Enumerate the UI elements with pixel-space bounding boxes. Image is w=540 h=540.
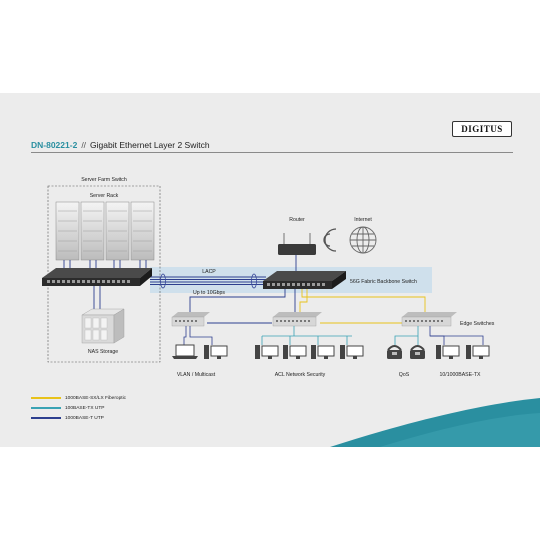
backbone-label: 56G Fabric Backbone Switch — [350, 279, 417, 285]
page-header: DN-80221-2//Gigabit Ethernet Layer 2 Swi… — [31, 140, 210, 150]
lacp-ring-right — [251, 273, 257, 289]
lacp-label: LACP — [202, 269, 216, 275]
wireless-icon — [323, 228, 337, 252]
backbone-switch-icon — [263, 271, 346, 289]
edge-switches-label: Edge Switches — [460, 321, 495, 327]
ip-phone-icon-2 — [410, 345, 425, 359]
legend-label-1000t: 1000BASE-T UTP — [65, 416, 104, 421]
model-number: DN-80221-2 — [31, 140, 78, 150]
nas-storage-label: NAS Storage — [88, 349, 118, 355]
workstation-icon-acl-2 — [283, 345, 307, 359]
network-diagram: Server Farm Switch Server Rack — [42, 177, 495, 378]
edge-switch-1 — [171, 312, 210, 327]
rack-uplinks — [63, 260, 147, 269]
workstation-icon-tx-1 — [436, 345, 460, 359]
legend-swatch-100tx — [31, 406, 61, 409]
workstation-icon-acl-4 — [340, 345, 364, 359]
backbone-to-edge-links — [189, 289, 426, 324]
vlan-label: VLAN / Multicast — [177, 372, 216, 378]
workstation-icon-acl-1 — [255, 345, 279, 359]
legend-item-1000t: 1000BASE-T UTP — [31, 416, 104, 421]
ip-phone-icon-1 — [387, 345, 402, 359]
internet-label: Internet — [354, 217, 372, 223]
teal-wave-decoration — [330, 398, 540, 447]
acl-links — [261, 326, 352, 345]
server-farm-switch-icon — [42, 268, 152, 286]
qos-tx-links — [394, 326, 484, 345]
header-rule — [31, 152, 513, 153]
workstation-icon-tx-2 — [466, 345, 490, 359]
workstation-icon-vlan — [204, 345, 228, 359]
globe-icon — [349, 226, 377, 254]
legend-item-100tx: 100BASE-TX UTP — [31, 406, 104, 411]
server-rack-label: Server Rack — [90, 193, 119, 199]
router-icon — [278, 233, 316, 255]
legend-swatch-1000t — [31, 416, 61, 419]
qos-label: QoS — [399, 372, 410, 378]
nas-storage-icon — [81, 308, 125, 344]
edge-switch-2 — [272, 312, 322, 327]
acl-label: ACL Network Security — [275, 372, 326, 378]
page-title: Gigabit Ethernet Layer 2 Switch — [90, 140, 210, 150]
legend-swatch-fiber — [31, 396, 61, 399]
lacp-link — [150, 276, 266, 285]
tx-label: 10/1000BASE-TX — [440, 372, 481, 378]
vlan-links — [183, 326, 213, 345]
router-label: Router — [289, 217, 305, 223]
legend-item-fiber: 1000BASE-SX/LX Fiberoptic — [31, 396, 126, 401]
lacp-ring-left — [160, 273, 166, 289]
legend-label-fiber: 1000BASE-SX/LX Fiberoptic — [65, 396, 127, 401]
diagram-sheet: DIGITUS DN-80221-2//Gigabit Ethernet Lay… — [0, 93, 540, 447]
digitus-logo: DIGITUS — [452, 121, 512, 137]
header-separator: // — [81, 140, 87, 150]
server-rack-icon — [55, 201, 155, 261]
laptop-icon — [172, 344, 198, 359]
speed-label: Up to 10Gbps — [193, 290, 225, 296]
edge-switch-3 — [401, 312, 457, 327]
legend-label-100tx: 100BASE-TX UTP — [65, 406, 105, 411]
server-farm-switch-label: Server Farm Switch — [81, 177, 127, 183]
workstation-icon-acl-3 — [311, 345, 335, 359]
